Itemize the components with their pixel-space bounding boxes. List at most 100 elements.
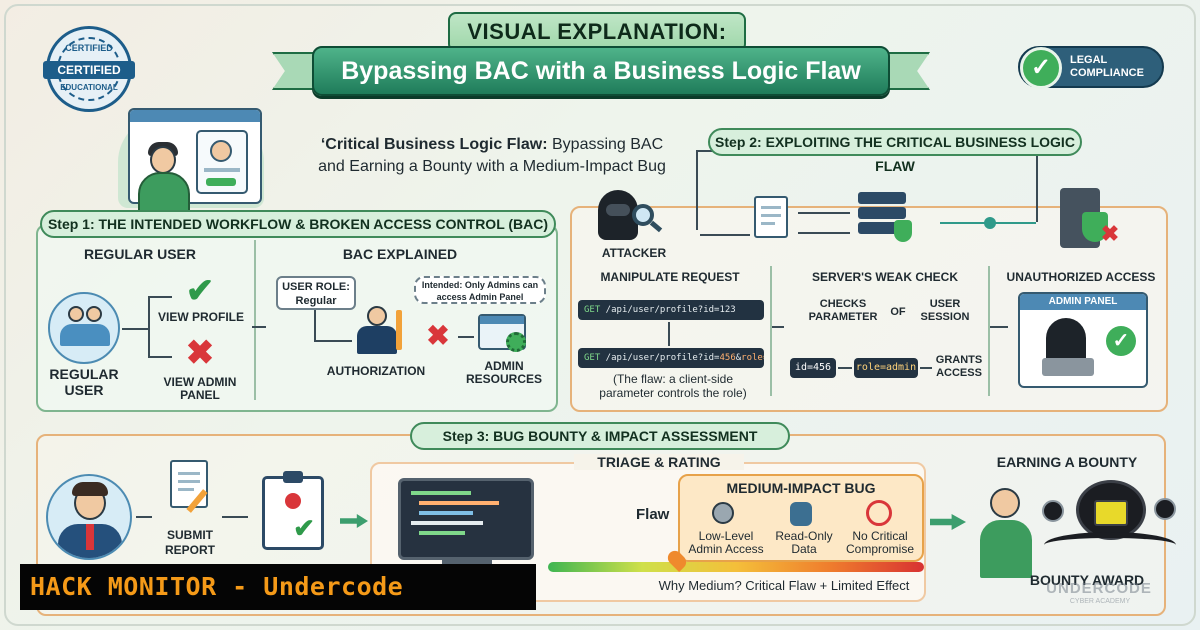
admin-panel-window: ADMIN PANEL ✓ <box>1018 292 1148 388</box>
bounty-person-icon <box>978 486 1036 578</box>
grants-access-label: GRANTS ACCESS <box>935 354 983 379</box>
why-medium-label: Why Medium? Critical Flaw + Limited Effe… <box>658 578 910 593</box>
undercode-watermark: UNDERCODE <box>1046 580 1152 597</box>
presenter-person-icon <box>120 120 210 220</box>
server-unit-1 <box>858 192 906 204</box>
user-head-1 <box>68 306 84 322</box>
manipulate-heading: MANIPULATE REQUEST <box>600 270 740 284</box>
gear-icon <box>506 332 526 352</box>
seal-bottom-text: EDUCATIONAL <box>60 83 118 92</box>
report-line-2 <box>178 480 200 483</box>
view-profile-label: VIEW PROFILE <box>157 310 244 324</box>
id-to-role-arrow <box>838 367 852 369</box>
user-head-2 <box>86 306 102 322</box>
intro-text: ‘Critical Business Logic Flaw: Bypassing… <box>290 134 694 178</box>
legal-line2: COMPLIANCE <box>1070 67 1144 79</box>
regular-user-heading: REGULAR USER <box>83 246 196 262</box>
step2-loop-right <box>1036 150 1038 222</box>
id-pill: id=456 <box>790 358 836 378</box>
check-icon: ✔ <box>185 272 215 310</box>
monitor-stand <box>442 560 492 566</box>
user-bodies <box>60 324 110 346</box>
step3-tab: Step 3: BUG BOUNTY & IMPACT ASSESSMENT <box>410 422 790 450</box>
legal-line1: LEGAL <box>1070 54 1108 66</box>
attacker-face <box>606 204 630 216</box>
reporter-to-doc-arrow <box>136 516 152 518</box>
seal-ribbon: CERTIFIED <box>43 61 135 79</box>
page-title: Bypassing BAC with a Business Logic Flaw <box>312 46 890 96</box>
user-session-label: USER SESSION <box>920 298 970 323</box>
step2-tab: Step 2: EXPLOITING THE CRITICAL BUSINESS… <box>708 128 1082 174</box>
database-icon <box>790 502 812 526</box>
fork-stem <box>122 328 148 330</box>
report-document-icon <box>170 460 208 513</box>
server-stack-icon <box>858 192 912 244</box>
reporter-hair <box>72 482 108 496</box>
profile-button-icon <box>206 178 236 186</box>
bug-icon <box>285 493 301 509</box>
cyber-academy-watermark: CYBER ACADEMY <box>1069 598 1131 605</box>
outer-frame <box>4 4 1196 626</box>
profile-avatar-icon <box>210 140 232 162</box>
no-entry-icon <box>866 500 892 526</box>
octopus-tentacles <box>1044 532 1176 558</box>
users-group-icon <box>48 292 120 364</box>
octopus-lock-icon <box>1042 500 1064 522</box>
resources-bar <box>480 316 524 324</box>
req2-role: role=admin <box>741 353 764 363</box>
guard-body <box>357 326 397 354</box>
security-guard-icon <box>352 304 402 360</box>
code-line-5 <box>419 531 465 535</box>
medium-impact-heading: MEDIUM-IMPACT BUG <box>726 480 876 496</box>
submit-report-label: SUBMIT REPORT <box>164 528 215 557</box>
tower-cross-icon: ✖ <box>1100 221 1120 246</box>
step1-divider <box>254 240 256 400</box>
clipboard-icon: ✔ <box>262 471 324 550</box>
doc-to-clipboard-arrow <box>222 516 248 518</box>
authorization-label: AUTHORIZATION <box>326 364 426 378</box>
intro-line2: and Earning a Bounty with a Medium-Impac… <box>318 158 666 175</box>
request-original: GET /api/user/profile?id=123 <box>578 300 764 320</box>
weak-check-heading: SERVER'S WEAK CHECK <box>812 270 958 284</box>
role-down-line <box>314 310 316 342</box>
read-only-label: Read-Only Data <box>775 529 833 556</box>
clipboard-check-icon: ✔ <box>293 513 315 543</box>
octopus-screen-icon <box>1094 500 1128 526</box>
server-to-doc-arrow <box>798 232 850 234</box>
server-unit-2 <box>858 207 906 219</box>
access-granted-icon: ✓ <box>1106 326 1136 356</box>
guard-key <box>396 310 402 350</box>
flaw-label: Flaw <box>636 506 670 523</box>
code-line-1 <box>411 491 471 495</box>
step2-loop-left <box>696 150 698 230</box>
person-head <box>150 146 176 174</box>
step2-divider-2 <box>988 266 990 396</box>
user-role-box: USER ROLE: Regular <box>276 276 356 310</box>
flaw-note: (The flaw: a client-side parameter contr… <box>599 372 747 400</box>
step1-tab: Step 1: THE INTENDED WORKFLOW & BROKEN A… <box>40 210 556 238</box>
tower-shield-icon <box>1082 212 1108 242</box>
profile-line <box>204 168 240 172</box>
bounty-award-label: BOUNTY AWARD <box>1029 572 1145 588</box>
req2-amp: & <box>735 353 742 363</box>
fork-upper <box>148 296 172 298</box>
admin-resources-label: ADMIN RESOURCES <box>465 359 542 386</box>
req2-id: 456 <box>719 353 736 363</box>
report-line-1 <box>178 472 200 475</box>
doc-to-attacker-arrow <box>700 234 750 236</box>
bac-heading: BAC EXPLAINED <box>342 246 458 262</box>
admin-resources-icon <box>478 314 526 352</box>
no-critical-label: No Critical Compromise <box>845 529 914 556</box>
request-document-icon <box>754 196 788 238</box>
octopus-ai-icon <box>1154 498 1176 520</box>
req2-method: GET <box>584 353 601 363</box>
intro-bold: ‘Critical Business Logic Flaw: <box>320 136 548 153</box>
checks-parameter-label: CHECKS PARAMETER <box>808 298 878 323</box>
shield-icon <box>894 220 912 242</box>
req1-path: /api/user/profile?id=123 <box>600 305 736 315</box>
certified-seal-icon: CERTIFIED CERTIFIED EDUCATIONAL <box>43 26 135 112</box>
role-pill: role=admin <box>854 358 918 378</box>
laptop-icon <box>1042 358 1094 376</box>
code-line-2 <box>419 501 499 505</box>
request-down-arrow <box>668 322 670 346</box>
